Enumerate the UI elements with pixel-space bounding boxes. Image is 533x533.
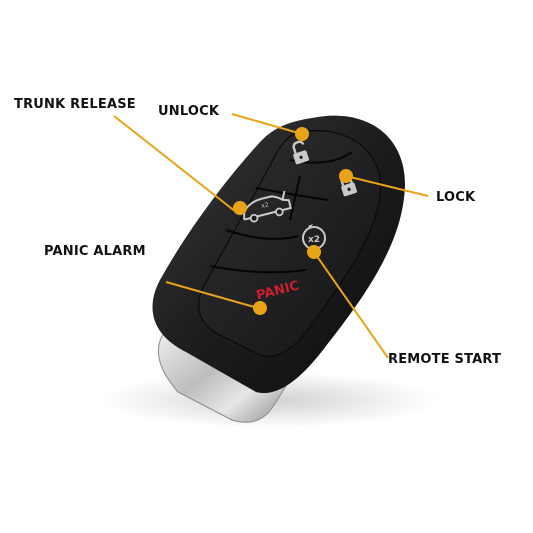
trunk-release-icon[interactable]: x2 [240, 190, 292, 224]
seam-4 [225, 229, 299, 240]
dot-panic [253, 301, 267, 315]
label-lock: LOCK [436, 190, 476, 205]
leader-dots [233, 127, 353, 315]
leader-unlock [231, 113, 303, 135]
label-unlock: UNLOCK [158, 104, 220, 119]
leader-lock [345, 175, 429, 197]
seam-5 [209, 265, 307, 274]
unlock-icon[interactable] [290, 140, 310, 165]
leader-panic [165, 281, 259, 309]
label-trunk-release: TRUNK RELEASE [14, 97, 136, 112]
svg-text:x2: x2 [261, 201, 270, 210]
button-panel [198, 130, 382, 358]
dot-trunk [233, 201, 247, 215]
leader-trunk [113, 115, 237, 213]
dot-remote [307, 245, 321, 259]
label-panic-alarm: PANIC ALARM [44, 244, 146, 259]
remote-start-mark: x2 [308, 235, 320, 245]
seam-3 [289, 175, 301, 221]
leader-lines [113, 113, 429, 359]
label-remote-start: REMOTE START [388, 352, 502, 367]
dot-unlock [295, 127, 309, 141]
leader-remote [313, 251, 389, 359]
dot-lock [339, 169, 353, 183]
